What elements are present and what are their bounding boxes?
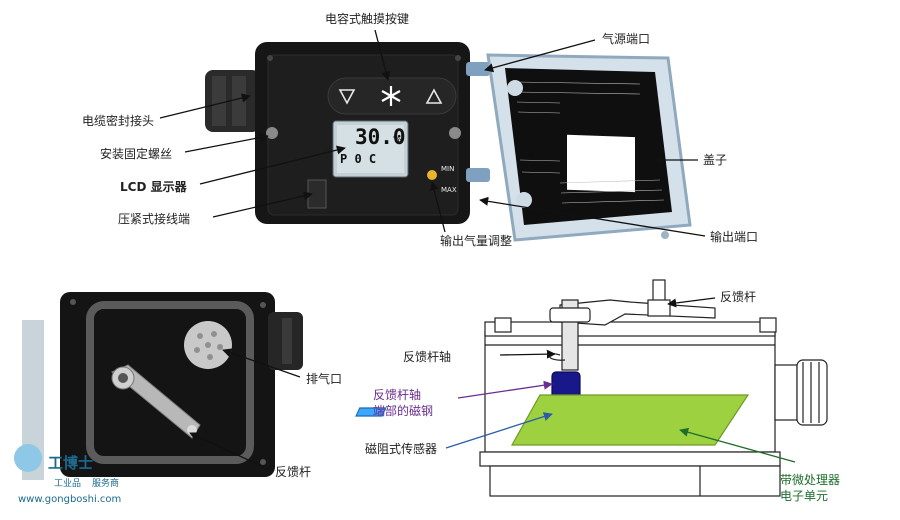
arrow-lcd — [199, 145, 346, 185]
watermark-brand: 工博士 — [48, 454, 94, 472]
label-cover: 盖子 — [703, 153, 728, 167]
up-key-icon — [425, 88, 443, 104]
label-lcd: LCD 显示器 — [120, 180, 187, 194]
label-output-port: 输出端口 — [710, 230, 759, 244]
label-mount-screw: 安装固定螺丝 — [100, 147, 173, 161]
label-magnet-line2: 端部的磁钢 — [373, 404, 434, 418]
mount-screw — [266, 127, 278, 139]
label-feedback-lever-bottom: 反馈杆 — [275, 465, 312, 479]
label-micro-line1: 带微处理器 — [780, 473, 841, 487]
cover — [486, 53, 692, 242]
lcd-mode: P 0 C — [340, 152, 377, 166]
lcd-value: 30.0 — [355, 125, 406, 149]
arrow-feedback-shaft — [499, 349, 556, 359]
bottom-left-positioner — [22, 292, 303, 480]
lcd-unit: % — [393, 135, 402, 145]
arrow-feedback-lever-right — [667, 297, 716, 308]
watermark-url: www.gongboshi.com — [18, 494, 122, 505]
arrow-micro-unit — [679, 427, 796, 463]
label-magnet-line1: 反馈杆轴 — [373, 388, 422, 402]
label-cable-gland: 电缆密封接头 — [82, 114, 155, 128]
arrow-flow-adjust — [429, 181, 446, 233]
knob-max-label: MAX — [441, 186, 457, 194]
pcb-board — [510, 394, 750, 446]
label-feedback-lever-right: 反馈杆 — [720, 290, 757, 304]
label-micro-line2: 电子单元 — [780, 489, 829, 503]
arrow-cable-gland — [159, 93, 251, 119]
watermark-sub2: 服务商 — [92, 479, 120, 489]
arrow-magnet — [457, 380, 553, 399]
label-feedback-shaft: 反馈杆轴 — [403, 350, 452, 364]
flow-adjust-knob — [427, 170, 437, 180]
cover-label-window — [567, 134, 635, 193]
arrow-air-port — [484, 39, 596, 73]
label-air-port: 气源端口 — [602, 32, 651, 46]
arrow-mr-sensor — [445, 412, 553, 449]
sensor-schematic — [355, 279, 828, 497]
down-key-icon — [338, 89, 356, 105]
label-terminal: 压紧式接线端 — [118, 212, 191, 226]
watermark-sub1: 工业品 — [54, 479, 82, 489]
asterisk-key-icon — [381, 86, 401, 106]
top-positioner — [205, 42, 490, 224]
label-exhaust: 排气口 — [306, 372, 343, 386]
label-flow-adjust: 输出气量调整 — [440, 234, 513, 248]
label-mr-sensor: 磁阻式传感器 — [365, 442, 438, 456]
arrow-output-port — [479, 196, 706, 237]
arrow-terminal — [212, 191, 313, 218]
arrow-feedback-lever-bottom — [189, 432, 271, 471]
mr-sensor-chip — [355, 407, 387, 417]
mascot-logo — [14, 444, 42, 472]
arrow-mount-screw — [184, 133, 269, 153]
mount-screw — [449, 127, 461, 139]
label-touch-keys: 电容式触摸按键 — [325, 12, 410, 26]
arrow-touch-keys — [374, 29, 391, 81]
knob-min-label: MIN — [441, 165, 455, 173]
arrow-exhaust — [222, 348, 301, 378]
cable-gland — [205, 70, 260, 132]
cable-gland-back — [268, 312, 303, 370]
